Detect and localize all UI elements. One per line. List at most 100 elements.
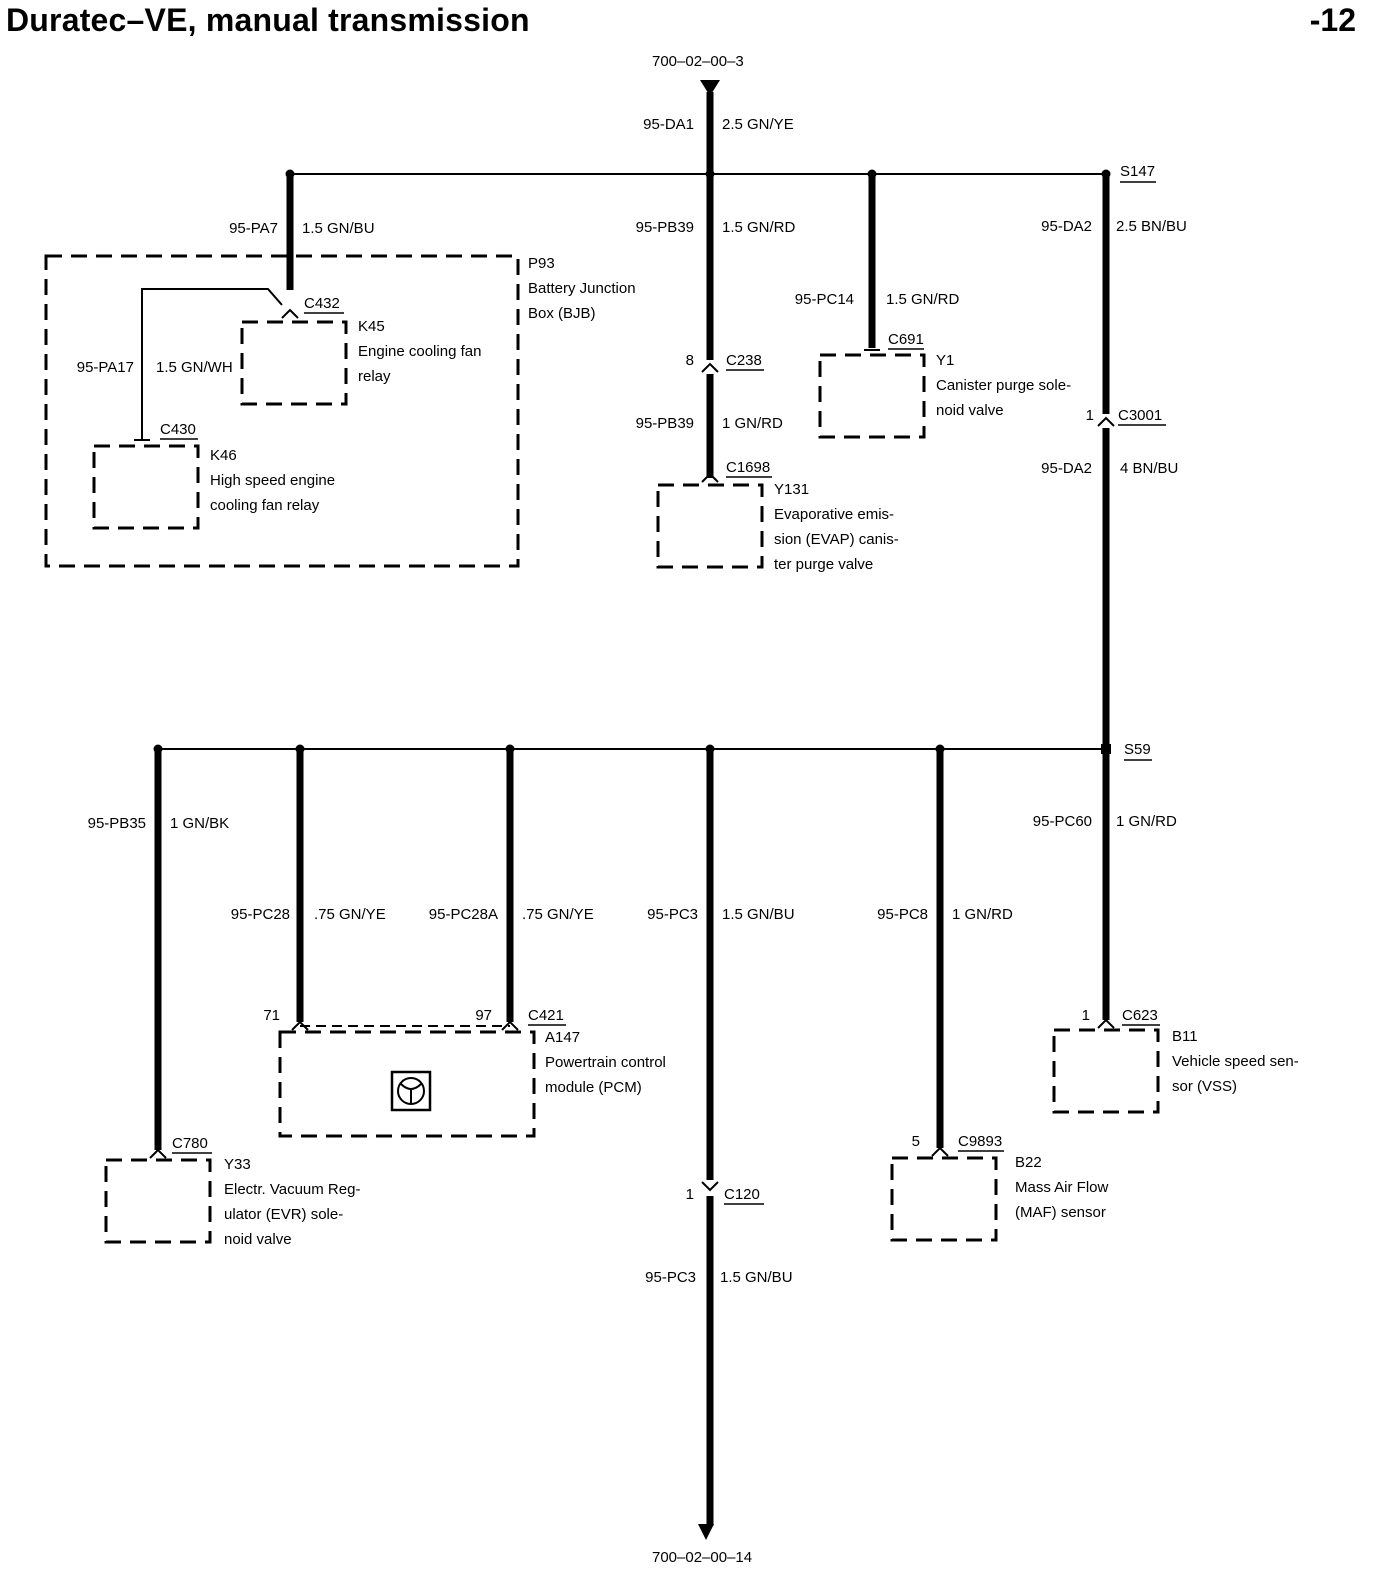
wire-da2a-spec: 2.5 BN/BU — [1116, 218, 1187, 235]
b11-vss-sensor-box — [1052, 1028, 1160, 1114]
k45-label-2: relay — [358, 368, 391, 385]
p93-label-1: Battery Junction — [528, 280, 636, 297]
p93-label-2: Box (BJB) — [528, 305, 596, 322]
c238-label: C238 — [726, 352, 762, 369]
splice-s147-label: S147 — [1120, 163, 1155, 180]
p93-code: P93 — [528, 255, 555, 272]
a147-label-2: module (PCM) — [545, 1079, 642, 1096]
connector-c9893-icon — [931, 1146, 949, 1157]
wire-pc3a-spec: 1.5 GN/BU — [722, 906, 795, 923]
bottom-ref: 700–02–00–14 — [652, 1549, 752, 1566]
wire-pb39b-spec: 1 GN/RD — [722, 415, 783, 432]
connector-c1698-icon — [701, 472, 719, 483]
c623-pin: 1 — [1082, 1007, 1090, 1024]
top-ref: 700–02–00–3 — [652, 53, 744, 70]
wire-da1-circuit: 95-DA1 — [643, 116, 694, 133]
c432-label: C432 — [304, 295, 340, 312]
c9893-label: C9893 — [958, 1133, 1002, 1150]
y33-label-2: ulator (EVR) sole- — [224, 1206, 343, 1223]
wire-pc60-spec: 1 GN/RD — [1116, 813, 1177, 830]
page-title: Duratec–VE, manual transmission — [6, 2, 530, 38]
wire-pc3b-spec: 1.5 GN/BU — [720, 1269, 793, 1286]
connector-c120-icon — [701, 1181, 719, 1192]
connector-c238-icon — [701, 362, 719, 373]
wire-pc60-circuit: 95-PC60 — [1033, 813, 1092, 830]
wire-pc8-spec: 1 GN/RD — [952, 906, 1013, 923]
wire-pa17-circuit: 95-PA17 — [77, 359, 134, 376]
c120-label: C120 — [724, 1186, 760, 1203]
connector-c623-icon — [1097, 1018, 1115, 1029]
wire-pc28-circuit: 95-PC28 — [231, 906, 290, 923]
connector-c421-pin97-icon — [501, 1020, 519, 1031]
y1-label-1: Canister purge sole- — [936, 377, 1071, 394]
k46-relay-box — [92, 444, 200, 530]
c421-label: C421 — [528, 1007, 564, 1024]
k46-label-1: High speed engine — [210, 472, 335, 489]
wire-pc28a-spec: .75 GN/YE — [522, 906, 594, 923]
b22-code: B22 — [1015, 1154, 1042, 1171]
k46-label-2: cooling fan relay — [210, 497, 320, 514]
k45-label-1: Engine cooling fan — [358, 343, 481, 360]
y1-code: Y1 — [936, 352, 954, 369]
k45-relay-box — [240, 320, 348, 406]
esd-sensitive-icon — [390, 1070, 432, 1112]
k46-code: K46 — [210, 447, 237, 464]
wire-pb39a-circuit: 95-PB39 — [636, 219, 694, 236]
c421-pin-97: 97 — [475, 1007, 492, 1024]
y33-label-3: noid valve — [224, 1231, 292, 1248]
c780-label: C780 — [172, 1135, 208, 1152]
b22-label-2: (MAF) sensor — [1015, 1204, 1106, 1221]
wire-pa7-spec: 1.5 GN/BU — [302, 220, 375, 237]
wire-pb39a-spec: 1.5 GN/RD — [722, 219, 796, 236]
p93-bjb-box — [44, 254, 520, 568]
y33-label-1: Electr. Vacuum Reg- — [224, 1181, 360, 1198]
connector-c3001-icon — [1097, 416, 1115, 427]
y131-label-1: Evaporative emis- — [774, 506, 894, 523]
wire-pa17 — [141, 288, 283, 440]
c623-label: C623 — [1122, 1007, 1158, 1024]
wire-da2a-circuit: 95-DA2 — [1041, 218, 1092, 235]
y33-code: Y33 — [224, 1156, 251, 1173]
b11-code: B11 — [1172, 1028, 1198, 1045]
c421-pin-71: 71 — [263, 1007, 280, 1024]
wire-pc28a-circuit: 95-PC28A — [429, 906, 498, 923]
connector-c780-icon — [149, 1148, 167, 1159]
b11-label-1: Vehicle speed sen- — [1172, 1053, 1299, 1070]
page-number: -12 — [1309, 2, 1356, 38]
wire-pc28-spec: .75 GN/YE — [314, 906, 386, 923]
a147-code: A147 — [545, 1029, 580, 1046]
wire-pb35-circuit: 95-PB35 — [88, 815, 146, 832]
a147-label-1: Powertrain control — [545, 1054, 666, 1071]
splice-s59-label: S59 — [1124, 741, 1151, 758]
bottom-arrow-icon — [698, 1524, 714, 1540]
y1-canister-valve-box — [818, 353, 926, 439]
y131-label-2: sion (EVAP) canis- — [774, 531, 899, 548]
wire-pb39b-circuit: 95-PB39 — [636, 415, 694, 432]
wire-pc14-spec: 1.5 GN/RD — [886, 291, 960, 308]
b22-label-1: Mass Air Flow — [1015, 1179, 1109, 1196]
a147-pcm-box — [278, 1030, 536, 1138]
wire-da1-spec: 2.5 GN/YE — [722, 116, 794, 133]
c238-pin: 8 — [686, 352, 694, 369]
wire-da2b-spec: 4 BN/BU — [1120, 460, 1178, 477]
wire-pc3b-circuit: 95-PC3 — [645, 1269, 696, 1286]
k45-code: K45 — [358, 318, 385, 335]
wire-pc3a-circuit: 95-PC3 — [647, 906, 698, 923]
y33-evr-valve-box — [104, 1158, 212, 1244]
y131-code: Y131 — [774, 481, 809, 498]
y1-label-2: noid valve — [936, 402, 1004, 419]
c120-pin: 1 — [686, 1186, 694, 1203]
c1698-label: C1698 — [726, 459, 770, 476]
wire-pc14-circuit: 95-PC14 — [795, 291, 854, 308]
wire-pa17-spec: 1.5 GN/WH — [156, 359, 233, 376]
wire-pb35-spec: 1 GN/BK — [170, 815, 229, 832]
connector-c432-icon — [281, 308, 299, 319]
c430-label: C430 — [160, 421, 196, 438]
c9893-pin: 5 — [912, 1133, 920, 1150]
b11-label-2: sor (VSS) — [1172, 1078, 1237, 1095]
top-arrow-icon — [700, 80, 720, 96]
y131-label-3: ter purge valve — [774, 556, 873, 573]
wire-pc8-circuit: 95-PC8 — [877, 906, 928, 923]
b22-maf-sensor-box — [890, 1156, 998, 1242]
